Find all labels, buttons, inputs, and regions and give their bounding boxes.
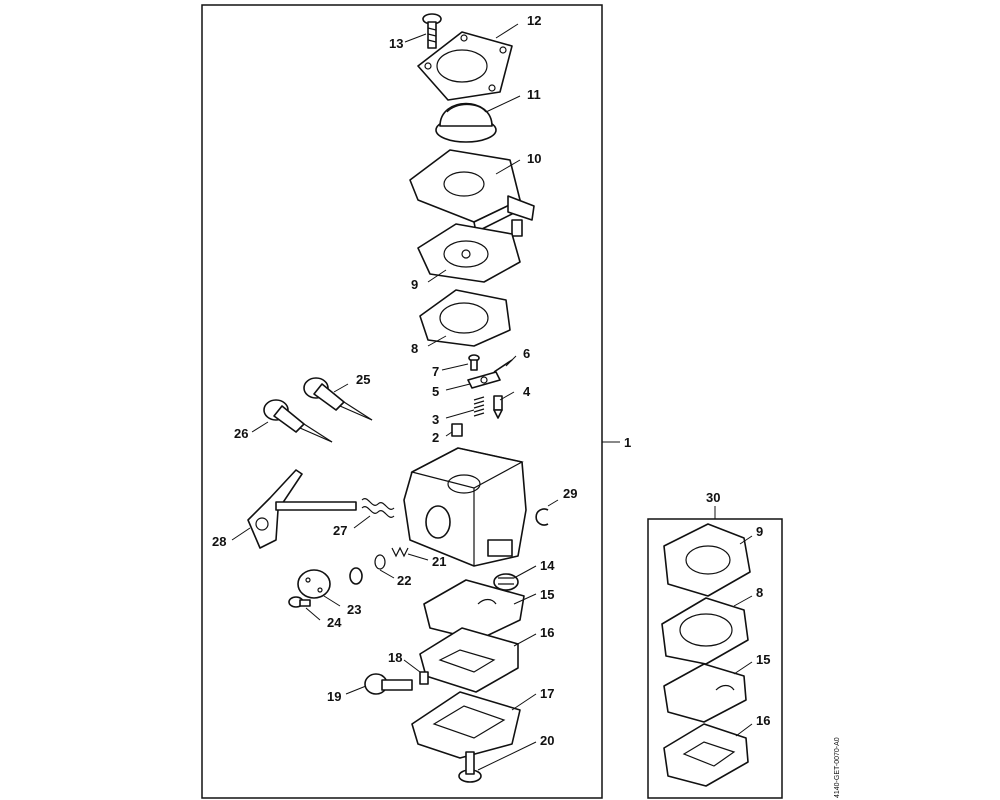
part-label-18: 18 xyxy=(388,650,402,665)
part-label-13: 13 xyxy=(389,36,403,51)
gasket-8-part xyxy=(419,289,511,347)
lever-5-part xyxy=(467,371,501,389)
drawing-code: 4140-GET-0070-A0 xyxy=(834,737,841,798)
idle-screw-19-part xyxy=(364,673,413,695)
seal-22-part xyxy=(349,554,386,585)
metering-diaphragm-15-part xyxy=(423,579,525,641)
screw-20-part xyxy=(458,751,482,783)
screw-7-part xyxy=(468,354,480,371)
kit-diaphragm-9-part xyxy=(663,523,751,597)
part-label-15: 15 xyxy=(540,587,554,602)
adjusting-screw-26-part xyxy=(263,399,333,443)
spring-27-part xyxy=(361,498,395,518)
part-label-4: 4 xyxy=(523,384,531,399)
plate-23-part xyxy=(297,569,331,599)
plug-2-part xyxy=(451,423,463,437)
part-label-25: 25 xyxy=(356,372,370,387)
part-label-21: 21 xyxy=(432,554,446,569)
part-label-5: 5 xyxy=(432,384,439,399)
kit-part-label-15: 15 xyxy=(756,652,770,667)
kit-part-label-16: 16 xyxy=(756,713,770,728)
part-label-12: 12 xyxy=(527,13,541,28)
part-label-9: 9 xyxy=(411,277,418,292)
part-label-24: 24 xyxy=(327,615,342,630)
kit-label-30: 30 xyxy=(706,490,720,505)
part-label-27: 27 xyxy=(333,523,347,538)
clip-29-part xyxy=(535,508,549,526)
part-label-7: 7 xyxy=(432,364,439,379)
part-label-20: 20 xyxy=(540,733,554,748)
part-label-17: 17 xyxy=(540,686,554,701)
primer-bulb-11-part xyxy=(435,102,497,143)
carburetor-body-part xyxy=(403,447,527,567)
part-label-6: 6 xyxy=(523,346,530,361)
part-label-23: 23 xyxy=(347,602,361,617)
part-label-16: 16 xyxy=(540,625,554,640)
part-label-22: 22 xyxy=(397,573,411,588)
gasket-16-part xyxy=(419,627,519,693)
part-label-29: 29 xyxy=(563,486,577,501)
leader-lines xyxy=(231,23,753,771)
part-label-3: 3 xyxy=(432,412,439,427)
part-label-10: 10 xyxy=(527,151,541,166)
part-label-8: 8 xyxy=(411,341,418,356)
pump-cover-10-part xyxy=(409,149,535,237)
cover-gasket-12-part xyxy=(417,31,513,101)
kit-part-label-8: 8 xyxy=(756,585,763,600)
assembly-label-1: 1 xyxy=(624,435,631,450)
kit-gasket-8-part xyxy=(661,597,749,665)
screw-13-part xyxy=(422,13,442,49)
inlet-needle-4-part xyxy=(493,395,503,419)
part-label-2: 2 xyxy=(432,430,439,445)
kit-gasket-16-part xyxy=(663,723,749,787)
kit-part-label-9: 9 xyxy=(756,524,763,539)
strainer-14-part xyxy=(493,573,519,591)
pin-6-part xyxy=(493,359,513,373)
diaphragm-9-part xyxy=(417,223,521,283)
part-label-19: 19 xyxy=(327,689,341,704)
screw-24-part xyxy=(288,596,311,608)
spring-21-part xyxy=(391,546,409,558)
plug-18-part xyxy=(419,671,429,685)
spring-3-part xyxy=(473,396,485,417)
part-label-14: 14 xyxy=(540,558,555,573)
kit-metering-diaphragm-15-part xyxy=(663,663,747,723)
part-label-28: 28 xyxy=(212,534,226,549)
part-label-11: 11 xyxy=(527,87,541,102)
main-assembly-frame xyxy=(201,4,603,799)
throttle-shaft-28-part xyxy=(247,469,357,549)
adjusting-screw-25-part xyxy=(303,377,373,421)
cover-17-part xyxy=(411,691,521,759)
part-label-26: 26 xyxy=(234,426,248,441)
